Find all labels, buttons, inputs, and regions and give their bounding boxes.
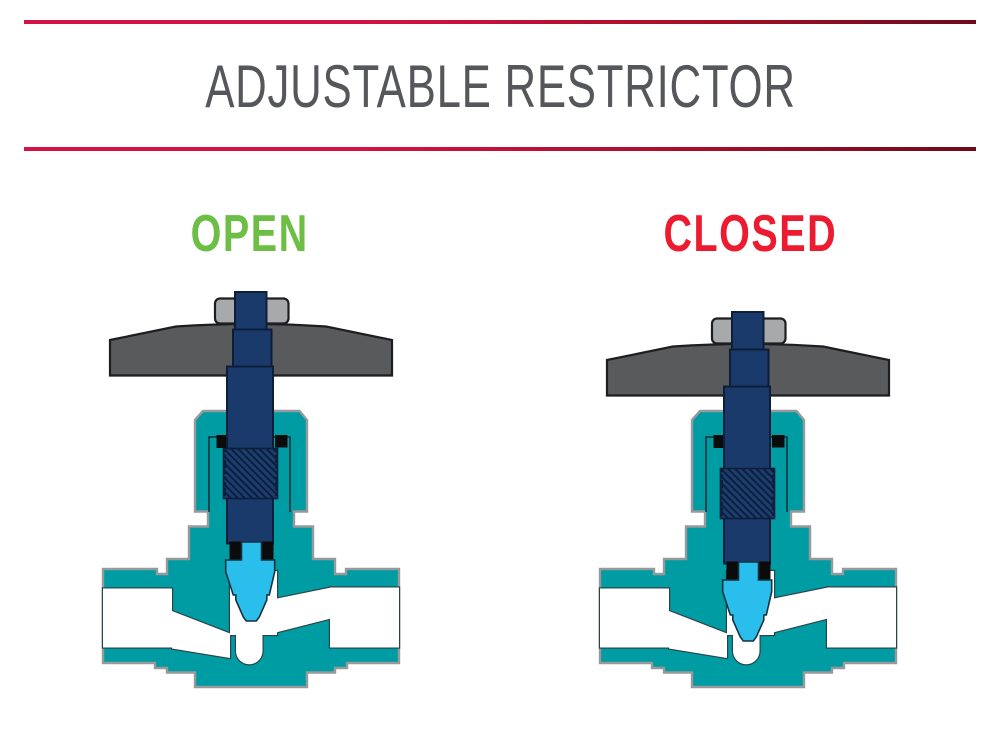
page-title-text: ADJUSTABLE RESTRICTOR: [204, 53, 796, 120]
page-title: ADJUSTABLE RESTRICTOR: [0, 57, 1000, 117]
closed-label-text: CLOSED: [663, 205, 837, 263]
open-label: OPEN: [0, 208, 500, 260]
bottom-accent-divider: [24, 147, 976, 151]
open-label-text: OPEN: [190, 205, 310, 263]
top-accent-divider: [24, 20, 976, 24]
closed-label: CLOSED: [500, 208, 1000, 260]
valve-open-figure: [103, 290, 399, 687]
valve-closed-figure: [600, 310, 896, 687]
